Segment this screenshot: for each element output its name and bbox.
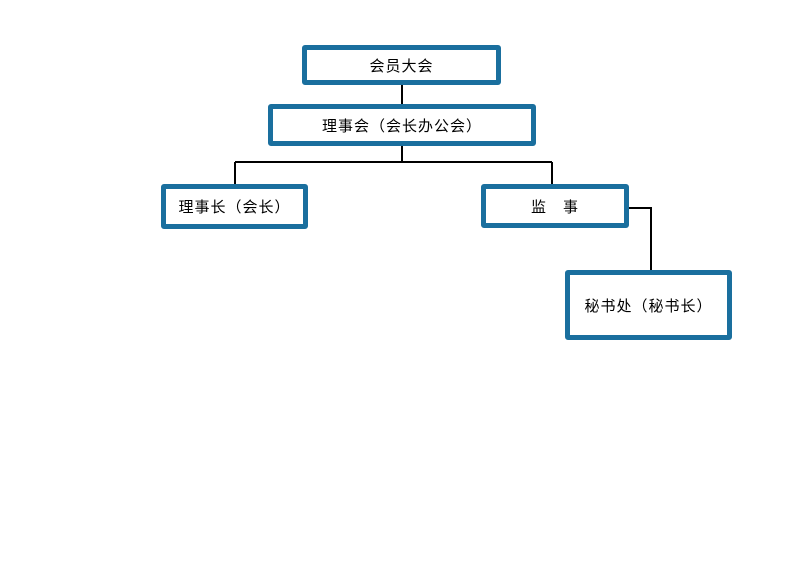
node-council-label: 理事会（会长办公会） (321, 116, 482, 135)
node-supervisor: 监 事 (481, 184, 629, 228)
node-secretariat: 秘书处（秘书长） (565, 270, 732, 340)
node-secretariat-label: 秘书处（秘书长） (584, 296, 713, 315)
node-director-label: 理事长（会长） (178, 198, 291, 216)
node-general-assembly-label: 会员大会 (369, 56, 434, 75)
node-council: 理事会（会长办公会） (268, 104, 536, 146)
node-director: 理事长（会长） (161, 184, 308, 229)
node-supervisor-label: 监 事 (530, 197, 579, 216)
node-general-assembly: 会员大会 (302, 45, 501, 85)
edge-supervisor-secretariat (628, 207, 652, 273)
